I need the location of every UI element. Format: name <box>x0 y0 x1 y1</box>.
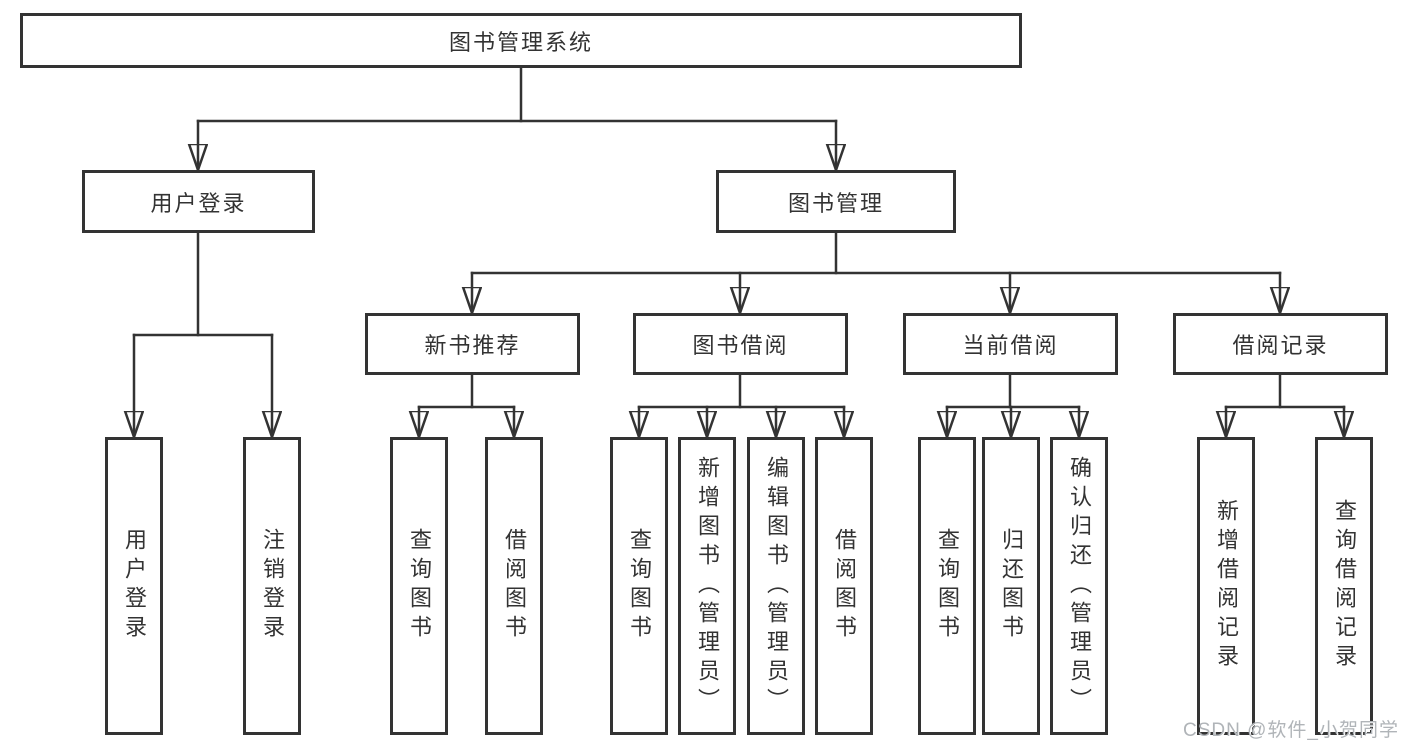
node-label: 借阅记录 <box>1232 333 1329 358</box>
node-label: 新增图书（管理员） <box>695 455 720 717</box>
leaf-add-borrow-record: 新增借阅记录 <box>1197 437 1255 735</box>
node-label: 用户登录 <box>122 528 147 644</box>
node-label: 新增借阅记录 <box>1214 499 1239 673</box>
node-label: 用户登录 <box>150 190 247 216</box>
leaf-borrow-books-recommend: 借阅图书 <box>485 437 543 735</box>
leaf-borrow-books: 借阅图书 <box>815 437 873 735</box>
leaf-return-books: 归还图书 <box>982 437 1040 735</box>
leaf-edit-book-admin: 编辑图书（管理员） <box>747 437 805 735</box>
leaf-logout: 注销登录 <box>243 437 301 735</box>
node-label: 图书管理 <box>787 190 884 216</box>
node-label: 新书推荐 <box>424 333 521 358</box>
node-label: 查询图书 <box>627 528 652 644</box>
node-borrow-records: 借阅记录 <box>1173 313 1388 375</box>
node-new-book-recommend: 新书推荐 <box>365 313 580 375</box>
leaf-confirm-return-admin: 确认归还（管理员） <box>1050 437 1108 735</box>
node-user-login: 用户登录 <box>82 170 315 233</box>
node-label: 图书管理系统 <box>448 29 593 55</box>
node-label: 查询借阅记录 <box>1332 499 1357 673</box>
node-label: 确认归还（管理员） <box>1067 455 1092 717</box>
csdn-watermark: CSDN @软件_小贺同学 <box>1183 720 1399 741</box>
node-book-borrow: 图书借阅 <box>633 313 848 375</box>
leaf-query-borrow-record: 查询借阅记录 <box>1315 437 1373 735</box>
node-book-management: 图书管理 <box>716 170 956 233</box>
node-label: 当前借阅 <box>962 333 1059 358</box>
leaf-user-login: 用户登录 <box>105 437 163 735</box>
node-label: 归还图书 <box>999 528 1024 644</box>
leaf-add-book-admin: 新增图书（管理员） <box>678 437 736 735</box>
leaf-query-books-recommend: 查询图书 <box>390 437 448 735</box>
node-label: 注销登录 <box>260 528 285 644</box>
node-label: 图书借阅 <box>692 333 789 358</box>
node-library-management-system: 图书管理系统 <box>20 13 1022 68</box>
leaf-query-books-borrow: 查询图书 <box>610 437 668 735</box>
node-label: 编辑图书（管理员） <box>764 455 789 717</box>
leaf-query-books-current: 查询图书 <box>918 437 976 735</box>
node-label: 查询图书 <box>407 528 432 644</box>
node-current-borrow: 当前借阅 <box>903 313 1118 375</box>
node-label: 借阅图书 <box>502 528 527 644</box>
node-label: 借阅图书 <box>832 528 857 644</box>
node-label: 查询图书 <box>935 528 960 644</box>
